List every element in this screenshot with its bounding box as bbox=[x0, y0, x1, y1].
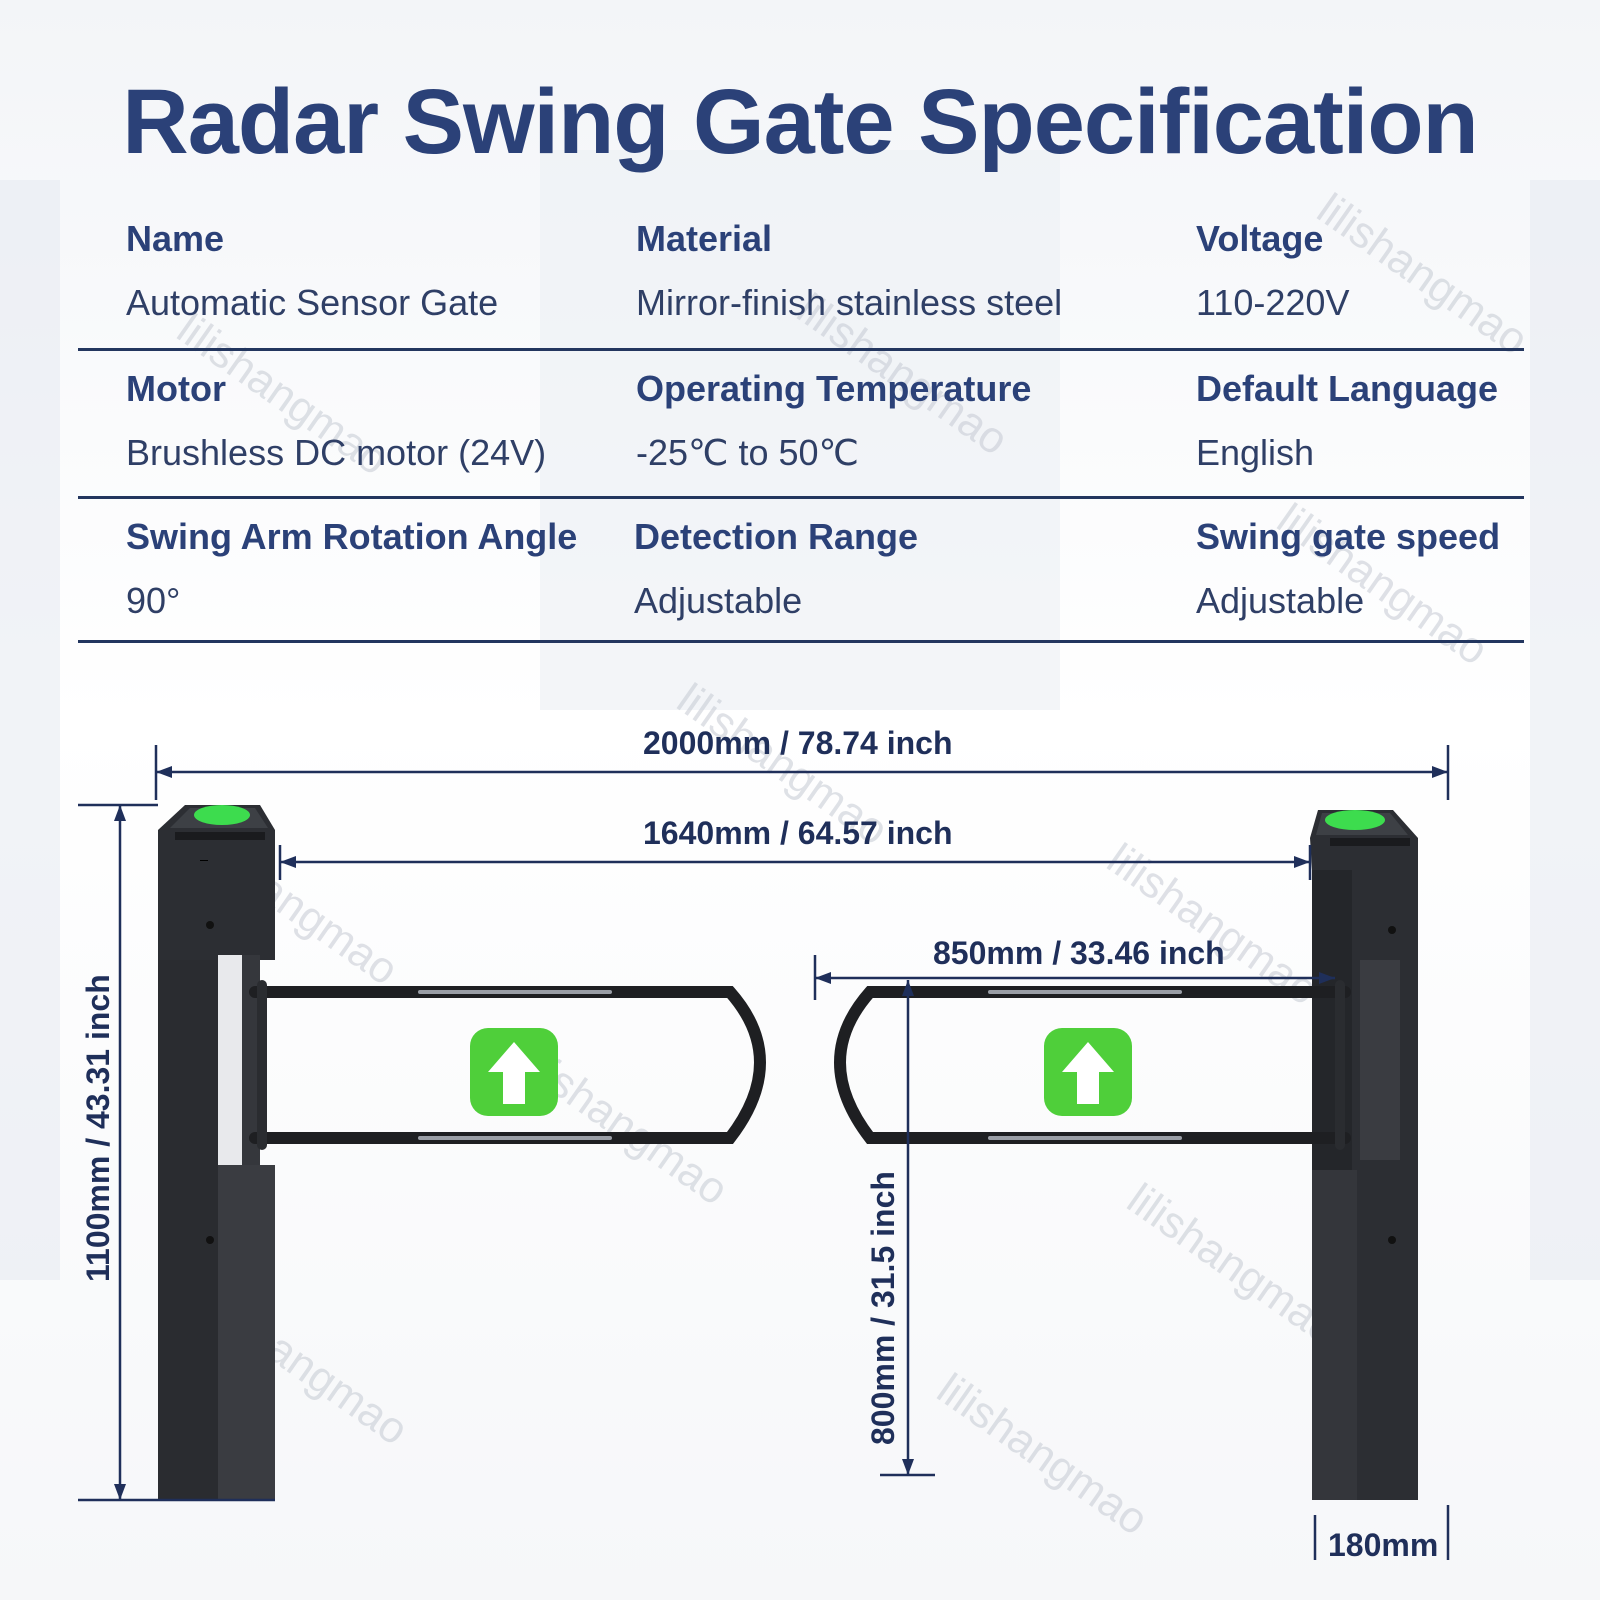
spec-label: Material bbox=[636, 218, 773, 259]
spec-row-2: Motor Brushless DC motor (24V) Operating… bbox=[78, 368, 1524, 499]
dimension-arm-height: 800mm / 31.5 inch bbox=[865, 1171, 901, 1445]
spec-value: Adjustable bbox=[634, 580, 803, 621]
radar-sensor-icon bbox=[194, 805, 250, 825]
spec-label: Operating Temperature bbox=[636, 368, 1032, 409]
right-swing-arm bbox=[834, 980, 1351, 1150]
spec-label: Swing Arm Rotation Angle bbox=[126, 516, 578, 557]
spec-label: Name bbox=[126, 218, 225, 259]
spec-detection-range: Detection Range Adjustable bbox=[634, 516, 918, 622]
dimension-post-width: 180mm bbox=[1328, 1527, 1439, 1563]
spec-default-language: Default Language English bbox=[1196, 368, 1498, 474]
spec-motor: Motor Brushless DC motor (24V) bbox=[126, 368, 546, 474]
spec-swing-gate-speed: Swing gate speed Adjustable bbox=[1196, 516, 1500, 622]
up-arrow-icon bbox=[1044, 1028, 1132, 1116]
dimension-lines bbox=[78, 745, 1450, 1560]
spec-value: Brushless DC motor (24V) bbox=[126, 432, 547, 473]
spec-row-3: Swing Arm Rotation Angle 90° Detection R… bbox=[78, 516, 1524, 643]
page-title: Radar Swing Gate Specification bbox=[122, 71, 1478, 173]
spec-swing-arm-rotation-angle: Swing Arm Rotation Angle 90° bbox=[126, 516, 577, 622]
right-gate-post bbox=[1310, 810, 1418, 1500]
dimension-overall-width: 2000mm / 78.74 inch bbox=[643, 725, 953, 761]
left-gate-post bbox=[158, 805, 275, 1500]
spec-value: 110-220V bbox=[1196, 282, 1350, 323]
spec-value: -25℃ to 50℃ bbox=[636, 432, 859, 473]
spec-label: Motor bbox=[126, 368, 226, 409]
dimension-height: 1100mm / 43.31 inch bbox=[80, 974, 116, 1282]
spec-material: Material Mirror-finish stainless steel bbox=[636, 218, 1062, 324]
background-shelf-left bbox=[0, 180, 60, 1280]
left-swing-arm bbox=[249, 980, 766, 1150]
spec-value: English bbox=[1196, 432, 1315, 473]
spec-voltage: Voltage 110-220V bbox=[1196, 218, 1349, 324]
dimension-arm-length: 850mm / 33.46 inch bbox=[933, 935, 1225, 971]
spec-value: Mirror-finish stainless steel bbox=[636, 282, 1063, 323]
spec-value: 90° bbox=[126, 580, 181, 621]
spec-value: Adjustable bbox=[1196, 580, 1365, 621]
spec-label: Swing gate speed bbox=[1196, 516, 1501, 557]
spec-name: Name Automatic Sensor Gate bbox=[126, 218, 498, 324]
radar-sensor-icon bbox=[1325, 810, 1385, 830]
spec-value: Automatic Sensor Gate bbox=[126, 282, 499, 323]
spec-label: Default Language bbox=[1196, 368, 1499, 409]
spec-operating-temperature: Operating Temperature -25℃ to 50℃ bbox=[636, 368, 1031, 474]
up-arrow-icon bbox=[470, 1028, 558, 1116]
dimension-passage-width: 1640mm / 64.57 inch bbox=[643, 815, 953, 851]
background-shelf-right bbox=[1530, 180, 1600, 1280]
spec-label: Voltage bbox=[1196, 218, 1324, 259]
spec-row-1: Name Automatic Sensor Gate Material Mirr… bbox=[78, 218, 1524, 351]
spec-label: Detection Range bbox=[634, 516, 919, 557]
background-aisle bbox=[540, 150, 1060, 710]
